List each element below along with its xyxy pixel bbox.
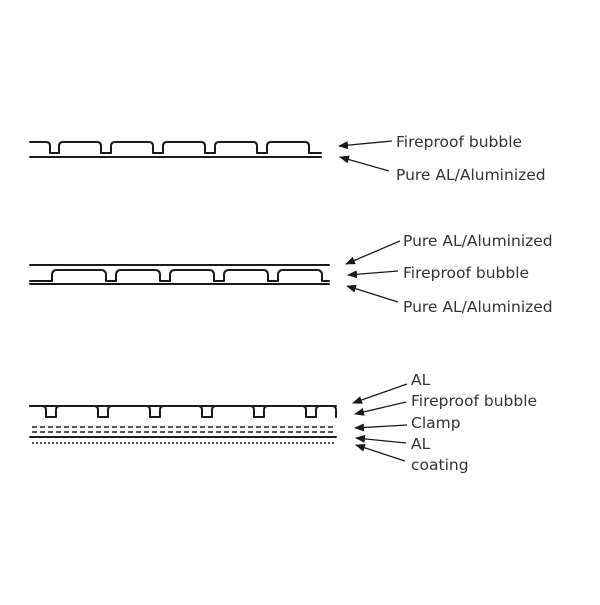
diagram-2-arrow-1: [345, 240, 401, 265]
diagram-2-arrow-2: [347, 270, 399, 279]
diagram-3-label-3: Clamp: [411, 414, 461, 432]
diagram-3-arrow-2: [354, 401, 407, 416]
diagram-2-label-2: Fireproof bubble: [403, 264, 529, 282]
diagram-3-arrow-4: [355, 434, 407, 444]
diagram-3-bubble-film: [29, 405, 337, 418]
diagram-3-composite-sheet: AL Fireproof bubble Clamp AL coating: [29, 371, 537, 474]
diagram-3-label-1: AL: [411, 371, 431, 389]
diagram-2-label-1: Pure AL/Aluminized: [403, 232, 553, 250]
diagram-3-arrow-1: [352, 383, 408, 404]
diagram-3-label-2: Fireproof bubble: [411, 392, 537, 410]
diagram-1-arrow-1: [338, 140, 393, 150]
diagram-1-single-bubble-sheet: Fireproof bubble Pure AL/Aluminized: [29, 133, 546, 184]
diagram-1-arrow-2: [339, 155, 390, 172]
diagram-2-bubble-film: [29, 269, 330, 282]
diagram-2-double-foil-bubble-sheet: Pure AL/Aluminized Fireproof bubble Pure…: [29, 232, 553, 316]
diagram-1-bubble-film: [29, 141, 322, 154]
diagram-3-label-4: AL: [411, 435, 431, 453]
diagram-1-label-2: Pure AL/Aluminized: [396, 166, 546, 184]
diagram-2-arrow-3: [346, 284, 399, 303]
diagram-3-arrow-3: [354, 423, 408, 432]
diagram-2-label-3: Pure AL/Aluminized: [403, 298, 553, 316]
diagram-3-label-5: coating: [411, 456, 469, 474]
diagram-3-arrow-5: [355, 443, 406, 462]
diagram-1-label-1: Fireproof bubble: [396, 133, 522, 151]
